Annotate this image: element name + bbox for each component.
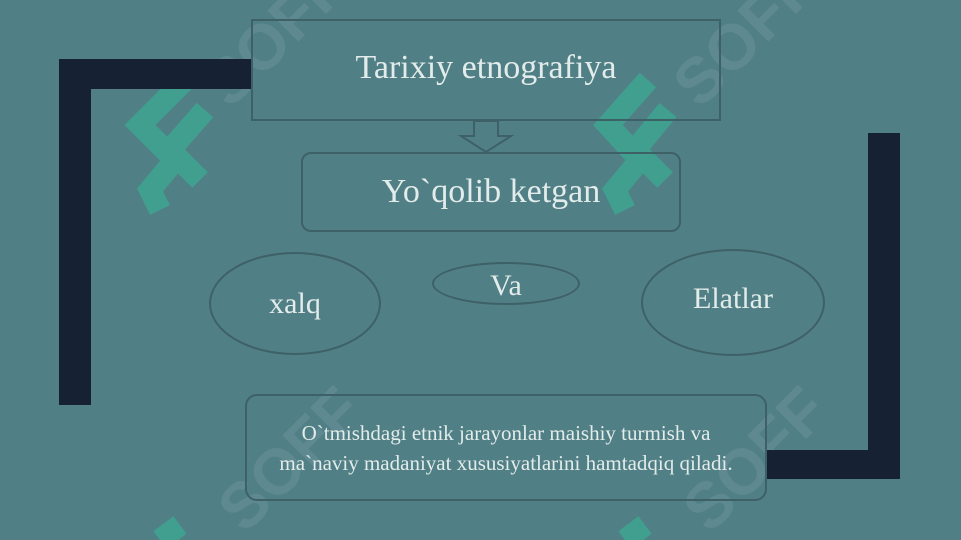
- node-middle-ellipse: Va: [432, 262, 580, 305]
- node-right-ellipse: Elatlar: [641, 249, 825, 356]
- watermark-logo-icon: [618, 516, 652, 540]
- node-middle-text: Va: [490, 269, 522, 302]
- node-left-text: xalq: [269, 286, 321, 320]
- watermark-logo-icon: [620, 102, 677, 188]
- node-right-text: Elatlar: [693, 281, 773, 315]
- node-left-ellipse: xalq: [209, 252, 381, 355]
- description-text: O`tmishdagi etnik jarayonlar maishiy tur…: [279, 420, 733, 475]
- description-box: O`tmishdagi etnik jarayonlar maishiy tur…: [245, 394, 767, 501]
- subtitle-text: Yo`qolib ketgan: [381, 173, 601, 210]
- subtitle-box: Yo`qolib ketgan: [301, 152, 681, 232]
- watermark-logo-icon: [153, 516, 187, 540]
- right-bracket-vertical: [868, 133, 900, 479]
- watermark-logo-icon: [154, 102, 214, 188]
- title-text: Tarixiy etnografiya: [355, 49, 617, 86]
- left-bracket-top: [59, 59, 251, 89]
- title-box: Tarixiy etnografiya: [251, 19, 721, 121]
- right-bracket-bottom: [765, 450, 900, 479]
- left-bracket-vertical: [59, 59, 91, 405]
